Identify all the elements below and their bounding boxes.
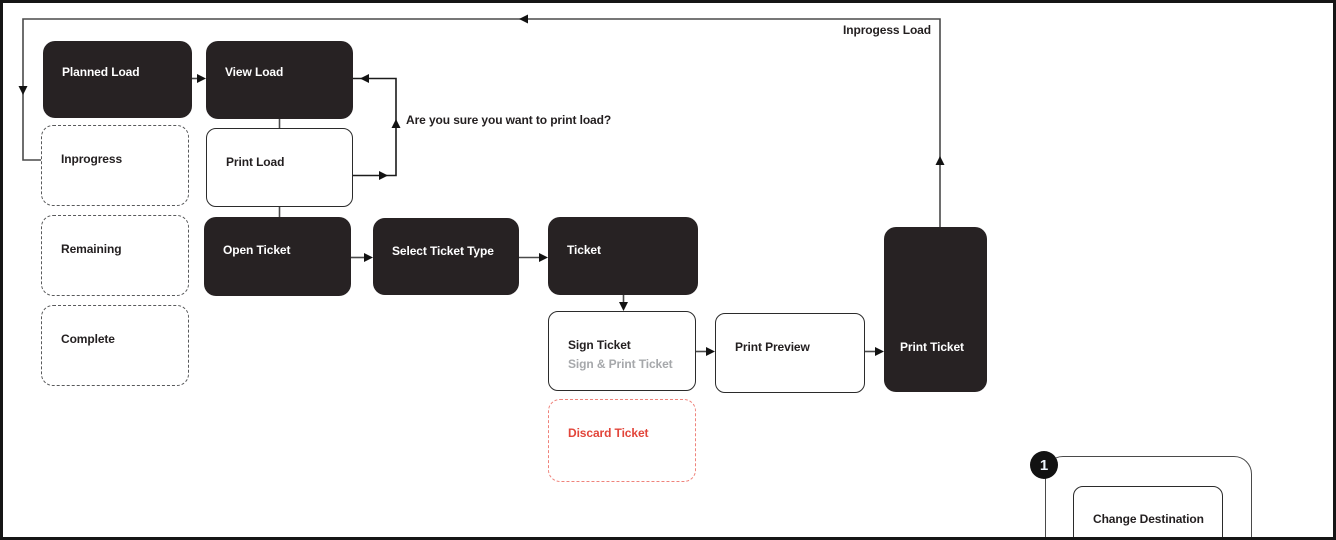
- node-sign-ticket-label: Sign Ticket: [568, 338, 631, 352]
- node-change-destination-label: Change Destination: [1093, 512, 1204, 526]
- step-number-badge: 1: [1030, 451, 1058, 479]
- node-select-ticket-type: Select Ticket Type: [373, 218, 519, 295]
- node-remaining: Remaining: [41, 215, 189, 296]
- node-view-load-label: View Load: [225, 65, 284, 79]
- node-print-ticket-label: Print Ticket: [900, 340, 964, 354]
- node-open-ticket: Open Ticket: [204, 217, 351, 296]
- node-planned-load-label: Planned Load: [62, 65, 140, 79]
- print-confirm-loop-path: [353, 77, 397, 177]
- node-discard-ticket: Discard Ticket: [548, 399, 696, 482]
- arrow-into-view-load: [197, 74, 206, 83]
- arrow-down-loop: [18, 86, 28, 95]
- arrow-up-loop: [935, 156, 945, 165]
- node-print-preview-label: Print Preview: [735, 340, 810, 354]
- print-confirm-question-text: Are you sure you want to print load?: [406, 113, 612, 127]
- loop-inprogress-load-path: [22, 18, 941, 227]
- node-print-ticket: Print Ticket: [884, 227, 987, 392]
- node-inprogress-label: Inprogress: [61, 152, 123, 166]
- node-ticket-label: Ticket: [567, 243, 601, 257]
- arrow-into-ticket: [539, 253, 548, 262]
- node-open-ticket-label: Open Ticket: [223, 243, 291, 257]
- arrow-left-loop: [519, 14, 528, 24]
- arrowheads: [18, 14, 945, 356]
- connector-lines: [18, 14, 945, 356]
- node-print-load-label: Print Load: [226, 155, 285, 169]
- inprogress-load-loop-label: Inprogess Load: [843, 23, 931, 37]
- arrow-question-into-view-load: [360, 74, 369, 83]
- node-complete: Complete: [41, 305, 189, 386]
- node-change-destination: Change Destination: [1073, 486, 1223, 537]
- arrow-question-from-print-load: [379, 171, 388, 180]
- arrow-question-up: [391, 119, 401, 128]
- node-planned-load: Planned Load: [43, 41, 192, 118]
- node-sign-ticket-sublabel: Sign & Print Ticket: [568, 357, 673, 371]
- node-select-ticket-type-label: Select Ticket Type: [392, 244, 494, 258]
- node-complete-label: Complete: [61, 332, 115, 346]
- arrow-into-print-ticket: [875, 347, 884, 356]
- node-inprogress: Inprogress: [41, 125, 189, 206]
- node-view-load: View Load: [206, 41, 353, 119]
- node-remaining-label: Remaining: [61, 242, 122, 256]
- node-print-preview: Print Preview: [715, 313, 865, 393]
- arrow-into-sign-ticket: [619, 302, 628, 311]
- arrow-into-print-preview: [706, 347, 715, 356]
- step-group-outline: [1045, 456, 1252, 537]
- node-discard-ticket-label: Discard Ticket: [568, 426, 649, 440]
- node-sign-ticket: Sign Ticket Sign & Print Ticket: [548, 311, 696, 391]
- node-print-load: Print Load: [206, 128, 353, 207]
- node-ticket: Ticket: [548, 217, 698, 295]
- arrow-into-select-ticket-type: [364, 253, 373, 262]
